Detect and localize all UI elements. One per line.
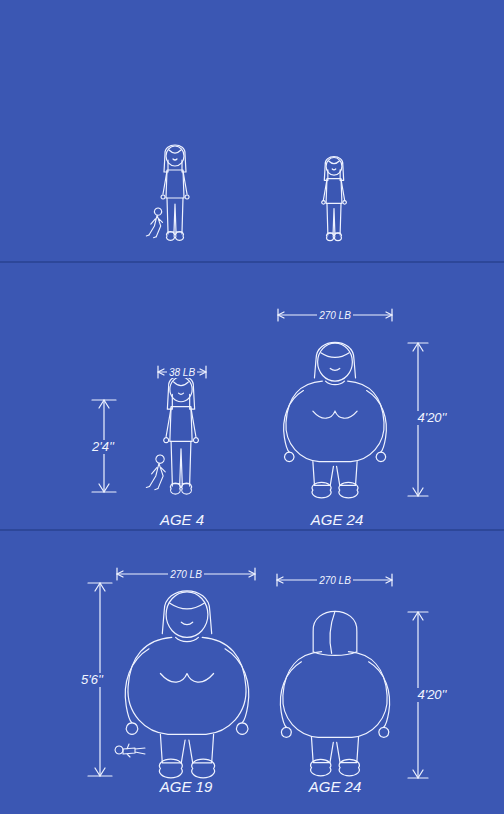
head [166, 592, 208, 638]
height-label: 4'20'' [415, 688, 448, 702]
dimension-tick [277, 574, 392, 586]
shoes [311, 759, 360, 775]
fringe [329, 161, 340, 164]
width-dimension [278, 309, 392, 321]
hair [162, 591, 211, 634]
shoes [170, 483, 191, 494]
mouth [179, 393, 184, 394]
shirt [326, 179, 342, 204]
height-label: 4'20'' [415, 411, 448, 425]
weight-label: 270 LB [317, 310, 353, 321]
girl-figure [161, 145, 189, 240]
doll-figure [146, 455, 165, 490]
arms [280, 662, 389, 728]
panel-divider [0, 261, 504, 263]
hair-back [313, 611, 357, 655]
shirt [170, 407, 192, 442]
chest [160, 674, 213, 683]
age-label: AGE 4 [158, 512, 206, 529]
hair-part [330, 611, 335, 653]
panel-divider [0, 529, 504, 531]
hair [164, 145, 186, 172]
fringe [174, 382, 189, 386]
woman-figure [125, 591, 249, 778]
doll-body [123, 744, 145, 757]
doll-feet [146, 235, 156, 238]
weight-label: 270 LB [168, 569, 204, 580]
girl-figure [164, 376, 199, 494]
hands [126, 723, 248, 734]
mouth [332, 168, 336, 170]
width-dimension [158, 366, 206, 378]
body [283, 652, 387, 738]
age-label: AGE 19 [158, 779, 215, 796]
hands [164, 438, 199, 443]
shirt [166, 170, 184, 198]
hair [324, 157, 343, 181]
legs [167, 198, 183, 232]
shoes [312, 482, 358, 497]
head [170, 377, 192, 402]
dimension-tick [158, 366, 206, 378]
doll-head [156, 455, 164, 463]
fringe [169, 150, 181, 153]
hair [314, 342, 355, 378]
arms [166, 408, 196, 437]
head [326, 158, 342, 176]
legs [313, 462, 357, 486]
arms [125, 649, 249, 723]
age-label: AGE 24 [307, 779, 364, 796]
legs [327, 203, 341, 233]
head [166, 146, 184, 166]
mouth [173, 159, 177, 160]
width-dimension [117, 568, 255, 580]
body [128, 637, 246, 734]
weight-label: 270 LB [317, 575, 353, 586]
dimension-tick [117, 568, 255, 580]
arms [163, 171, 187, 194]
width-dimension [277, 574, 392, 586]
collar [326, 381, 345, 385]
chest [313, 411, 357, 418]
girl-figure [322, 157, 347, 241]
ankles [168, 232, 182, 234]
doll-head [115, 746, 123, 754]
mouth [181, 622, 192, 624]
age-label: AGE 24 [309, 512, 366, 529]
shoes [159, 759, 214, 778]
woman-figure [284, 342, 387, 497]
hands [161, 195, 189, 199]
doll-body [149, 215, 163, 237]
doll-feet [146, 487, 158, 490]
legs [171, 441, 191, 483]
body [286, 381, 384, 462]
hands [322, 201, 347, 205]
height-label: 5'6'' [79, 673, 105, 687]
dimension-tick [278, 309, 392, 321]
mouth [330, 368, 339, 370]
head [318, 343, 353, 381]
doll-body [150, 463, 166, 488]
doll-figure [146, 208, 162, 238]
shoes [167, 232, 184, 241]
ankles [328, 233, 340, 235]
woman-back-figure [280, 611, 389, 775]
doll-head [154, 208, 161, 215]
weight-label: 38 LB [167, 367, 197, 378]
ankles [172, 484, 189, 486]
collar [176, 637, 199, 641]
shoes [327, 233, 342, 241]
legs [311, 737, 358, 762]
height-label: 2'4'' [90, 440, 116, 454]
legs [160, 734, 213, 763]
hands [281, 727, 389, 737]
doll-figure [115, 744, 145, 757]
arms [323, 180, 344, 200]
hands [285, 452, 386, 461]
hair [167, 376, 194, 409]
arms [284, 391, 387, 453]
